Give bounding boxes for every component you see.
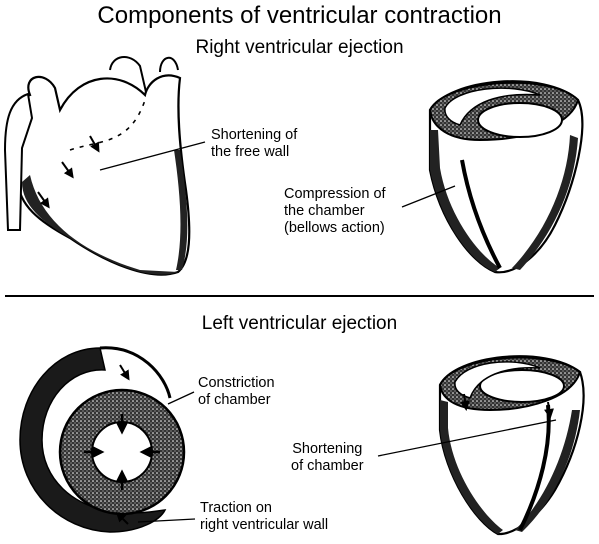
shortening-label: Shortening of chamber xyxy=(291,441,364,475)
lv-shortening-arrow-2 xyxy=(544,401,554,419)
right-ventricular-heading: Right ventricular ejection xyxy=(195,37,404,58)
lv-chamber-section xyxy=(377,355,585,536)
rv-heart-outline xyxy=(10,74,191,276)
lv-rv-outer-edge xyxy=(99,346,172,399)
traction-label-line-2: right ventricular wall xyxy=(200,517,329,533)
rv-free-wall-band xyxy=(22,175,178,275)
rv-heart-exterior xyxy=(3,56,206,276)
rv-section-shade-right xyxy=(512,135,578,270)
lv-section-shade xyxy=(440,400,503,534)
free-wall-label-line-2: the free wall xyxy=(211,144,290,160)
rv-interventricular-groove xyxy=(69,99,146,151)
rv-section-stripe xyxy=(460,159,502,269)
lv-rv-outer-wall xyxy=(19,347,167,533)
compression-leader-line xyxy=(401,185,456,208)
rv-shortening-arrow-1 xyxy=(89,135,100,153)
rv-shortening-arrow-2 xyxy=(61,161,74,179)
rv-shortening-arrow-3 xyxy=(37,191,50,209)
traction-leader-line xyxy=(137,518,196,523)
free-wall-label-line-1: Shortening of xyxy=(211,127,298,143)
rv-traction-arrow-bottom xyxy=(115,511,129,525)
left-ventricular-heading: Left ventricular ejection xyxy=(201,313,398,334)
lv-lumen-top xyxy=(477,102,563,138)
shortening-label-line-1: Shortening xyxy=(292,441,363,457)
rv-section-shade xyxy=(430,130,500,272)
compression-label-line-1: Compression of xyxy=(284,186,386,202)
figure-title: Components of ventricular contraction xyxy=(97,2,502,29)
shortening-label-line-2: of chamber xyxy=(291,458,364,474)
rv-traction-arrow-top xyxy=(119,364,130,381)
traction-label: Traction on right ventricular wall xyxy=(200,500,328,534)
traction-label-line-1: Traction on xyxy=(200,500,272,516)
rv-great-vessel-left xyxy=(3,92,34,231)
lv-section-shade-right xyxy=(515,410,580,532)
rv-aorta xyxy=(109,56,147,93)
lv-cross-section xyxy=(19,346,196,533)
lv-chamber-lumen-top xyxy=(479,369,565,403)
compression-label: Compression of the chamber (bellows acti… xyxy=(284,186,386,237)
constriction-label: Constriction of chamber xyxy=(198,375,275,409)
compression-label-line-3: (bellows action) xyxy=(284,220,385,236)
rv-septal-band xyxy=(174,150,188,270)
rv-crescent-lumen xyxy=(444,87,541,126)
constriction-label-line-2: of chamber xyxy=(198,392,271,408)
lv-shortening-arrow-1 xyxy=(460,393,470,411)
rv-chamber-section xyxy=(401,80,584,274)
free-wall-leader-line xyxy=(99,141,206,171)
compression-label-line-2: the chamber xyxy=(284,203,365,219)
free-wall-label: Shortening of the free wall xyxy=(211,127,297,161)
constriction-leader-line xyxy=(167,391,195,405)
rv-pulmonary-artery xyxy=(159,56,179,73)
lv-crescent-lumen xyxy=(454,361,541,399)
shortening-leader-line xyxy=(377,419,557,457)
constriction-label-line-1: Constriction xyxy=(198,375,275,391)
